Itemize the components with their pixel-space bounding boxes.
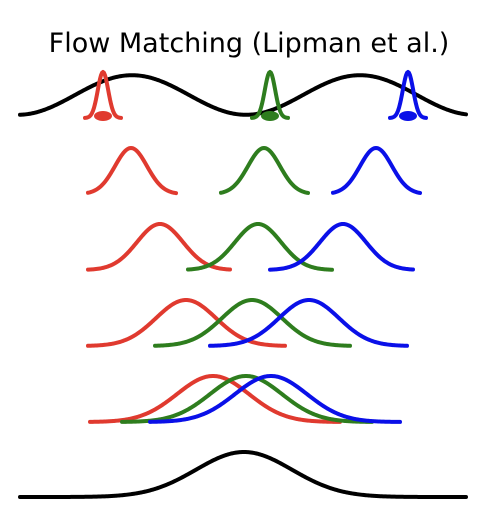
row-2-blue-gaussian <box>268 222 415 272</box>
row-3-red-gaussian <box>86 298 287 348</box>
row-3-green-gaussian <box>153 298 352 348</box>
row-1-green-gaussian <box>219 146 310 195</box>
row-2-green-gaussian <box>186 222 334 272</box>
row-3-blue-gaussian <box>208 298 409 348</box>
row-2-red-gaussian <box>86 222 232 272</box>
blue-narrow-peak <box>388 70 428 120</box>
row-4-green-gaussian <box>120 374 374 424</box>
red-narrow-peak <box>83 70 123 120</box>
bottom-gaussian-curve <box>18 450 468 499</box>
row-4-red-gaussian <box>88 374 342 424</box>
green-narrow-peak <box>250 70 290 120</box>
figure-title: Flow Matching (Lipman et al.) <box>48 28 450 59</box>
green-narrow-point <box>261 111 279 121</box>
row-1-blue-gaussian <box>331 146 422 195</box>
top-data-density-curve <box>18 73 468 117</box>
row-1-red-gaussian <box>86 146 178 196</box>
row-4-blue-gaussian <box>148 374 402 424</box>
blue-narrow-point <box>399 111 417 121</box>
red-narrow-point <box>94 111 112 121</box>
